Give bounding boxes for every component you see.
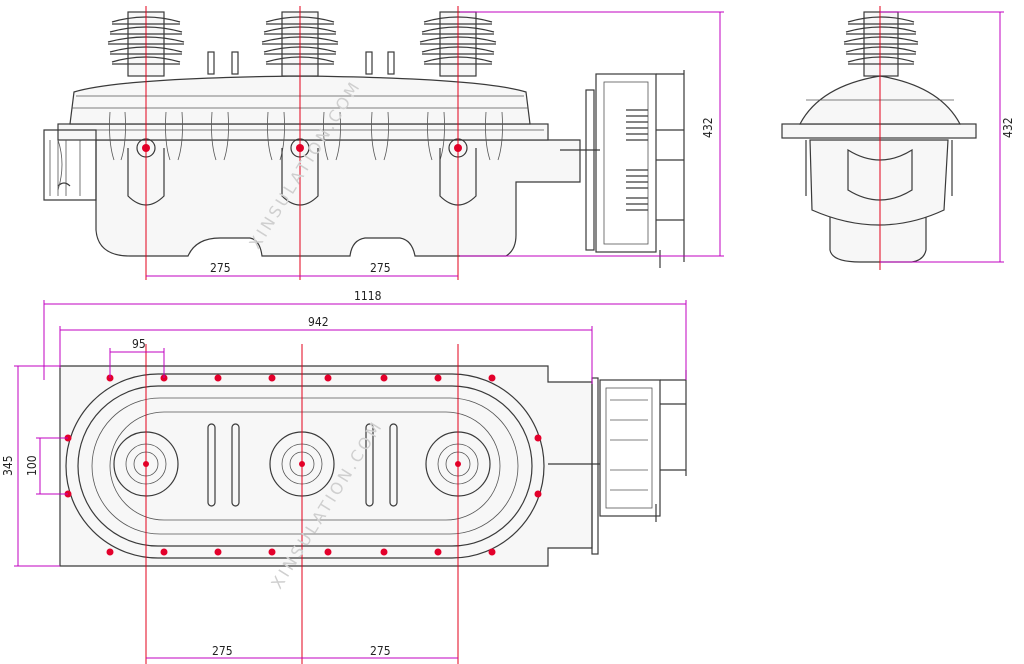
operating-mechanism-front [560, 70, 685, 268]
plan-pitch-left-label: 275 [212, 644, 233, 658]
bolt-spacing-label: 95 [132, 337, 146, 351]
side-view: 432 [781, 6, 1015, 270]
plan-pitch-right-label: 275 [370, 644, 391, 658]
plan-view: 1118 942 95 345 100 275 275 [1, 289, 687, 664]
inner-width-label: 100 [25, 455, 39, 476]
front-pitch-right-label: 275 [370, 261, 391, 275]
inner-length-label: 942 [308, 315, 329, 329]
overall-width-label: 345 [1, 455, 15, 476]
front-pitch-left-label: 275 [210, 261, 231, 275]
side-insulator [843, 11, 919, 77]
front-height-label: 432 [701, 117, 715, 138]
front-view: 275 275 432 [43, 6, 724, 280]
overall-length-label: 1118 [354, 289, 382, 303]
operating-mechanism-plan [548, 370, 687, 555]
side-height-label: 432 [1001, 117, 1015, 138]
